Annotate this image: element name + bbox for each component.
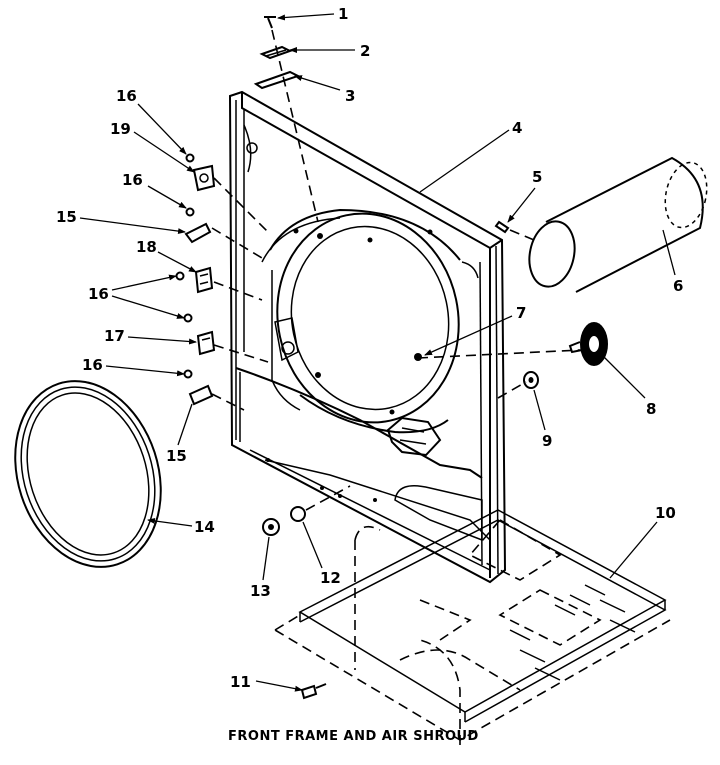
leader-15a xyxy=(79,217,186,235)
top-screw xyxy=(264,16,276,29)
top-bracket xyxy=(253,70,301,90)
front-frame xyxy=(228,90,507,584)
leader-13 xyxy=(262,536,270,581)
leader-16a xyxy=(137,103,187,155)
callout-5: 5 xyxy=(532,168,542,186)
leader-16c1 xyxy=(111,274,177,291)
right-guide-lines xyxy=(417,229,581,399)
callout-14: 14 xyxy=(194,518,215,536)
screw-5 xyxy=(494,220,510,234)
callout-9: 9 xyxy=(542,432,552,450)
callout-11: 11 xyxy=(230,673,251,691)
callout-6: 6 xyxy=(673,277,683,295)
bottom-guide-lines xyxy=(305,485,351,511)
left-guide-lines xyxy=(211,177,269,411)
screw-16c xyxy=(175,271,185,281)
door-seal-ring xyxy=(14,380,162,568)
leader-16c2 xyxy=(111,295,185,319)
callout-4: 4 xyxy=(512,119,522,137)
leader-8 xyxy=(602,355,646,399)
leader-6 xyxy=(662,229,676,276)
leader-5 xyxy=(507,187,536,223)
air-shroud-base xyxy=(274,509,671,745)
screw-guide-line xyxy=(271,29,319,223)
callout-3: 3 xyxy=(345,87,355,105)
leader-19 xyxy=(133,131,195,173)
leader-11 xyxy=(255,680,303,692)
leader-1 xyxy=(277,13,335,21)
leader-9 xyxy=(533,389,546,431)
plate-15b xyxy=(188,384,214,406)
leader-10 xyxy=(609,521,658,579)
leader-12 xyxy=(302,521,323,569)
callout-16d: 16 xyxy=(82,356,103,374)
callout-15a: 15 xyxy=(56,208,77,226)
callout-13: 13 xyxy=(250,582,271,600)
cylinder-duct xyxy=(528,156,708,293)
screw-16d xyxy=(183,313,193,323)
leader-4 xyxy=(419,129,510,193)
callout-16b: 16 xyxy=(122,171,143,189)
leader-18 xyxy=(157,251,197,273)
leader-16b xyxy=(147,185,187,209)
callout-10: 10 xyxy=(655,504,676,522)
callout-7: 7 xyxy=(516,304,526,322)
callout-15b: 15 xyxy=(166,447,187,465)
leader-3 xyxy=(294,75,341,91)
plate-15a xyxy=(184,222,212,244)
washer-9 xyxy=(523,371,539,389)
leader-7 xyxy=(424,315,513,356)
pulley xyxy=(568,322,608,366)
screw-16e xyxy=(183,369,193,379)
screw-16a xyxy=(185,153,195,163)
callout-8: 8 xyxy=(646,400,656,418)
door-switch-bracket xyxy=(192,164,216,192)
callout-2: 2 xyxy=(360,42,370,60)
nut-13 xyxy=(262,518,280,536)
leader-16e xyxy=(105,365,185,377)
screw-11 xyxy=(300,683,327,700)
switch-17 xyxy=(196,330,216,356)
switch-18 xyxy=(194,266,214,294)
leader-17 xyxy=(127,336,197,345)
leader-15b xyxy=(177,403,193,446)
washer-12 xyxy=(290,506,306,522)
screw-16b xyxy=(185,207,195,217)
callout-19: 19 xyxy=(110,120,131,138)
callout-18: 18 xyxy=(136,238,157,256)
callout-12: 12 xyxy=(320,569,341,587)
leader-14 xyxy=(147,517,193,527)
callout-1: 1 xyxy=(338,5,348,23)
callout-16c: 16 xyxy=(88,285,109,303)
diagram-caption: FRONT FRAME AND AIR SHROUD xyxy=(228,729,479,744)
callout-16a: 16 xyxy=(116,87,137,105)
callout-17: 17 xyxy=(104,327,125,345)
